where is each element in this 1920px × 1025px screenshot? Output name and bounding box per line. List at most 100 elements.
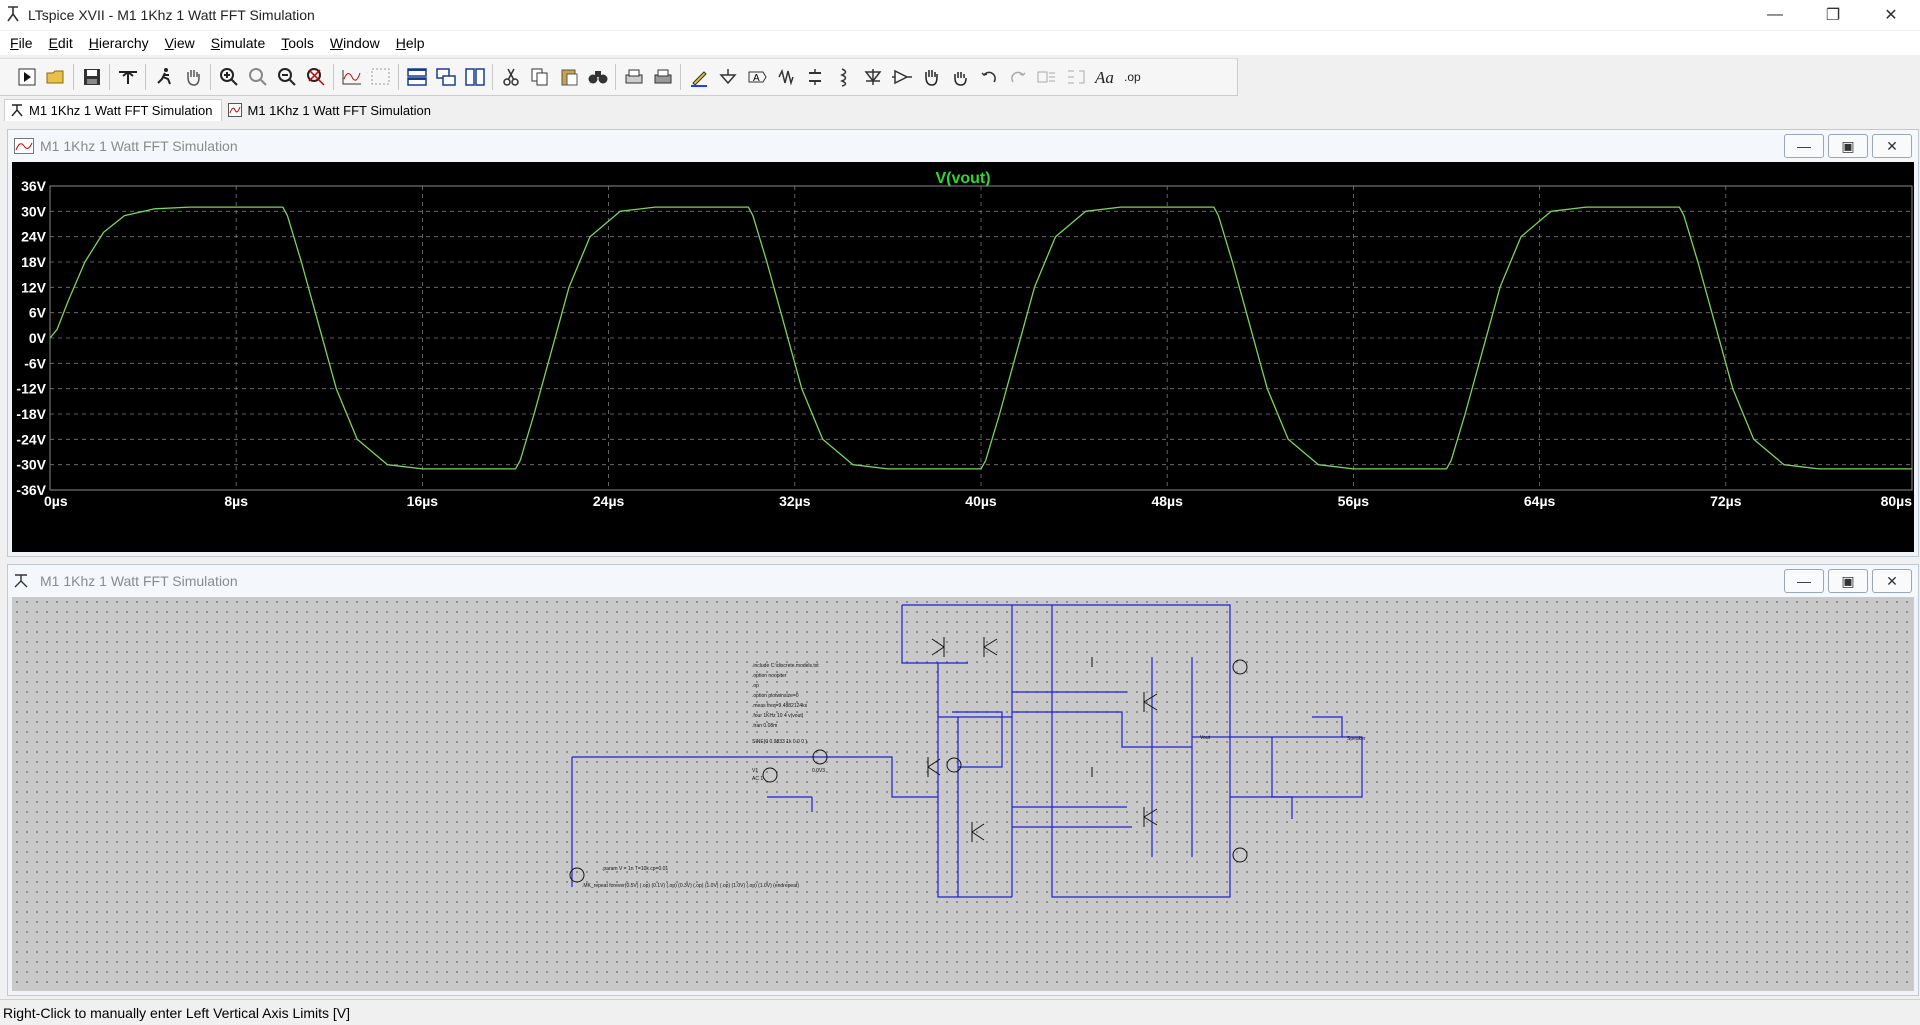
minimize-button[interactable]: — (1784, 569, 1824, 593)
maximize-button[interactable]: ▣ (1828, 569, 1868, 593)
y-tick-label: -18V (16, 406, 46, 422)
inductor-icon[interactable] (829, 63, 858, 91)
menu-help[interactable]: Help (395, 35, 425, 51)
spice-directive-icon[interactable]: .op (1119, 63, 1148, 91)
toolbar-separator (333, 64, 334, 90)
ground-icon[interactable] (713, 63, 742, 91)
toolbar-separator (145, 64, 146, 90)
open-icon[interactable] (41, 63, 70, 91)
directive-line: SINE(0 0.9833 1k 0 0 0 ) (752, 739, 807, 745)
rotate-icon[interactable] (1032, 63, 1061, 91)
directive-line: .param V = 1n T=10k cp=0.01 (602, 866, 668, 872)
ltspice-app-icon (4, 6, 22, 24)
status-bar: Right-Click to manually enter Left Verti… (0, 999, 1920, 1025)
tile-vertical-icon[interactable] (460, 63, 489, 91)
amplifier-schematic[interactable]: .include C:\discrete.models.txt .option … (12, 597, 1914, 991)
zoom-fit-icon[interactable] (301, 63, 330, 91)
wire-pencil-icon[interactable] (684, 63, 713, 91)
v2-label: 0.0V3 (812, 768, 825, 774)
save-icon[interactable] (77, 63, 106, 91)
print-preview-icon[interactable] (619, 63, 648, 91)
move-hand-icon[interactable] (916, 63, 945, 91)
zoom-out-icon[interactable] (272, 63, 301, 91)
menu-bar: File Edit Hierarchy View Simulate Tools … (0, 31, 1920, 55)
toolbar-separator (109, 64, 110, 90)
menu-hierarchy[interactable]: Hierarchy (88, 35, 149, 51)
menu-tools[interactable]: Tools (281, 35, 314, 51)
print-icon[interactable] (648, 63, 677, 91)
undo-icon[interactable] (974, 63, 1003, 91)
y-tick-label: -24V (16, 431, 46, 447)
menu-window[interactable]: Window (329, 35, 380, 51)
component-icon[interactable] (887, 63, 916, 91)
minimize-button[interactable]: — (1784, 134, 1824, 158)
zoom-area-icon[interactable] (243, 63, 272, 91)
schematic-window-titlebar[interactable]: M1 1Khz 1 Watt FFT Simulation — ▣ ✕ (8, 565, 1918, 597)
tab-waveform[interactable]: M1 1Khz 1 Watt FFT Simulation (222, 99, 440, 121)
minimize-button[interactable]: — (1767, 6, 1783, 23)
x-tick-label: 32µs (779, 493, 811, 509)
control-panel-icon[interactable] (113, 63, 142, 91)
toolbar-separator (492, 64, 493, 90)
grid-icon[interactable] (366, 63, 395, 91)
tab-schematic[interactable]: M1 1Khz 1 Watt FFT Simulation (4, 99, 222, 121)
trace-label[interactable]: V(vout) (935, 170, 991, 187)
close-button[interactable]: ✕ (1872, 569, 1912, 593)
label-icon[interactable]: A (742, 63, 771, 91)
v1-label: V1 (752, 768, 758, 774)
menu-file[interactable]: File (10, 35, 33, 51)
y-tick-label: 6V (29, 305, 47, 321)
menu-view[interactable]: View (164, 35, 195, 51)
cascade-icon[interactable] (431, 63, 460, 91)
mirror-icon[interactable] (1061, 63, 1090, 91)
tile-horizontal-icon[interactable] (402, 63, 431, 91)
menu-edit[interactable]: Edit (48, 35, 73, 51)
y-tick-label: -36V (16, 482, 46, 498)
schematic-text: .include C:\discrete.models.txt .option … (582, 663, 1366, 889)
toolbar-separator (615, 64, 616, 90)
menu-simulate[interactable]: Simulate (210, 35, 266, 51)
directive-line: .meas freq=9.4882124ks (752, 703, 808, 709)
vout-label: Vout (1200, 735, 1211, 741)
schematic-canvas[interactable]: .include C:\discrete.models.txt .option … (12, 597, 1914, 991)
window-title: LTspice XVII - M1 1Khz 1 Watt FFT Simula… (28, 7, 315, 23)
svg-text:.op: .op (1124, 70, 1141, 84)
zoom-in-icon[interactable] (214, 63, 243, 91)
speaker-label: Speaker (1347, 736, 1366, 742)
run-man-icon[interactable] (149, 63, 178, 91)
directive-line: .MK_repeat forever(0.5V) (.op) (0.1V) (.… (582, 883, 799, 889)
waveform-icon (14, 137, 34, 155)
x-tick-label: 48µs (1151, 493, 1183, 509)
close-button[interactable]: ✕ (1884, 7, 1898, 24)
autorange-icon[interactable] (337, 63, 366, 91)
status-text: Right-Click to manually enter Left Verti… (3, 1004, 351, 1021)
run-icon[interactable] (12, 63, 41, 91)
find-icon[interactable] (583, 63, 612, 91)
y-tick-label: 30V (21, 203, 47, 219)
drag-hand-icon[interactable] (945, 63, 974, 91)
close-button[interactable]: ✕ (1872, 134, 1912, 158)
capacitor-icon[interactable] (800, 63, 829, 91)
cut-icon[interactable] (496, 63, 525, 91)
toolbar-separator (680, 64, 681, 90)
directive-line: .include C:\discrete.models.txt (752, 663, 819, 669)
restore-button[interactable]: ❐ (1825, 7, 1841, 24)
copy-icon[interactable] (525, 63, 554, 91)
resistor-icon[interactable] (771, 63, 800, 91)
paste-icon[interactable] (554, 63, 583, 91)
y-tick-label: -6V (24, 355, 46, 371)
text-icon[interactable]: Aa (1090, 63, 1119, 91)
waveform-window-titlebar[interactable]: M1 1Khz 1 Watt FFT Simulation — ▣ ✕ (8, 130, 1918, 162)
schematic-components (569, 637, 1248, 883)
redo-icon[interactable] (1003, 63, 1032, 91)
toolbar-separator (73, 64, 74, 90)
directive-line: .op (752, 683, 759, 689)
waveform-window: M1 1Khz 1 Watt FFT Simulation — ▣ ✕ V(vo… (7, 129, 1919, 557)
pan-hand-icon[interactable] (178, 63, 207, 91)
diode-icon[interactable] (858, 63, 887, 91)
y-tick-label: 36V (21, 178, 47, 194)
x-tick-label: 80µs (1881, 493, 1913, 509)
maximize-button[interactable]: ▣ (1828, 134, 1868, 158)
